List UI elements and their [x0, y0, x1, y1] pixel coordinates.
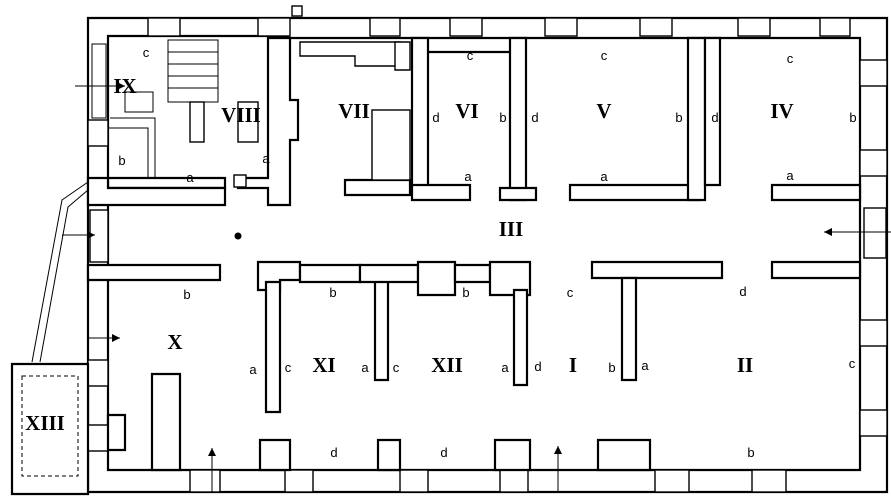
room-label-xii: XII	[431, 353, 463, 377]
south-rooms-walls	[86, 260, 862, 472]
side-label: d	[531, 110, 538, 125]
north-rooms-walls	[86, 36, 862, 207]
room-ix-details	[91, 43, 156, 178]
room-label-iv: IV	[770, 99, 793, 123]
room-label-x: X	[167, 330, 182, 354]
room-label-viii: VIII	[221, 103, 261, 127]
room-label-iii: III	[499, 217, 524, 241]
room-xiii-annex	[10, 362, 90, 496]
side-label: c	[285, 360, 292, 375]
side-label: b	[499, 110, 506, 125]
side-label: c	[143, 45, 150, 60]
wall-side-labels: c b a a c d b a c d b a c d b a b b b c …	[118, 45, 856, 460]
right-entry-block	[863, 207, 887, 259]
side-label: c	[393, 360, 400, 375]
right-wall-blocks	[859, 59, 888, 437]
side-label: d	[432, 110, 439, 125]
room-label-ix: IX	[113, 74, 136, 98]
side-label: c	[849, 356, 856, 371]
side-label: b	[183, 287, 190, 302]
side-label: a	[186, 170, 194, 185]
side-label: a	[249, 362, 257, 377]
room-vii-details	[299, 41, 411, 181]
room-labels: IX VIII VII VI V IV III X XI XII I II XI…	[25, 74, 794, 435]
side-label: b	[462, 285, 469, 300]
side-label: c	[567, 285, 574, 300]
room-label-i: I	[569, 353, 577, 377]
room-label-xi: XI	[312, 353, 335, 377]
room-label-v: V	[596, 99, 611, 123]
side-label: c	[467, 48, 474, 63]
side-label: a	[361, 360, 369, 375]
room-viii-stairs	[167, 39, 259, 188]
side-label: a	[641, 358, 649, 373]
side-label: a	[501, 360, 509, 375]
room-label-ii: II	[737, 353, 753, 377]
side-label: d	[440, 445, 447, 460]
room-label-vi: VI	[455, 99, 478, 123]
side-label: d	[534, 359, 541, 374]
top-marker	[291, 5, 303, 17]
side-label: d	[739, 284, 746, 299]
room-label-xiii: XIII	[25, 411, 65, 435]
side-label: c	[787, 51, 794, 66]
side-label: a	[262, 151, 270, 166]
side-label: b	[675, 110, 682, 125]
entry-arrows	[62, 82, 891, 492]
side-label: c	[601, 48, 608, 63]
top-wall-blocks	[147, 17, 851, 37]
side-label: b	[747, 445, 754, 460]
path-to-xiii	[31, 181, 89, 363]
side-label: b	[118, 153, 125, 168]
left-wall-blocks	[87, 119, 109, 452]
room-label-vii: VII	[338, 99, 370, 123]
corridor-marker	[234, 232, 242, 240]
side-label: a	[600, 169, 608, 184]
side-label: d	[330, 445, 337, 460]
side-label: b	[329, 285, 336, 300]
side-label: d	[711, 110, 718, 125]
side-label: a	[786, 168, 794, 183]
side-label: a	[464, 169, 472, 184]
side-label: b	[608, 360, 615, 375]
outer-wall	[86, 16, 889, 494]
side-label: b	[849, 110, 856, 125]
